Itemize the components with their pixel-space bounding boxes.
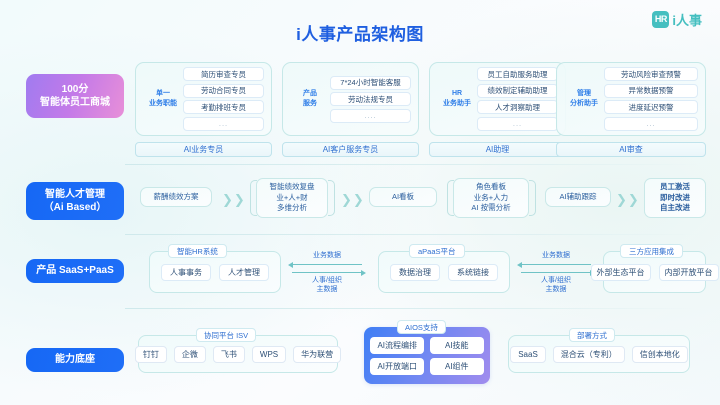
- agent-group-footer-1[interactable]: AI业务专员: [135, 142, 272, 157]
- agent-group-card-3[interactable]: HR 业务助手 员工自助服务助理 绩效制定辅助助理 人才洞察助理 ...: [429, 62, 566, 136]
- agent-group-footer-2[interactable]: AI客户服务专员: [282, 142, 419, 157]
- talent-node-2[interactable]: 智能绩效复盘 业+人+财 多维分析: [256, 178, 328, 218]
- aios-chip[interactable]: AI技能: [430, 336, 484, 354]
- deployment-chip[interactable]: 混合云（专利）: [552, 345, 625, 363]
- row-label-capability: 能力底座: [26, 348, 124, 372]
- flow-label-top: 业务数据: [542, 252, 570, 259]
- product-card-apaas[interactable]: 数据治理 系统链接: [378, 251, 510, 293]
- agent-group-card-1[interactable]: 单一 业务职能 简历审查专员 劳动合同专员 考勤排班专员 ...: [135, 62, 272, 136]
- agent-item[interactable]: 考勤排班专员: [183, 100, 264, 115]
- agent-item[interactable]: 异常数据预警: [604, 83, 698, 98]
- talent-node-1[interactable]: 薪酬绩效方案: [140, 187, 212, 207]
- agent-item[interactable]: 劳动合同专员: [183, 83, 264, 98]
- arrow-icon-1: ❯❯: [222, 192, 245, 207]
- agent-item-list-1: 简历审查专员 劳动合同专员 考勤排班专员 ...: [183, 67, 264, 131]
- agent-item[interactable]: 7*24小时智能客服: [330, 75, 411, 90]
- deployment-chip[interactable]: 信创本地化: [631, 345, 688, 363]
- agent-item[interactable]: 员工自助服务助理: [477, 67, 558, 82]
- talent-node-5[interactable]: AI辅助跟踪: [545, 187, 611, 207]
- agent-item[interactable]: 劳动法规专员: [330, 92, 411, 106]
- product-chip[interactable]: 数据治理: [390, 263, 440, 281]
- agent-item-more[interactable]: ...: [477, 116, 558, 131]
- flow-arrow-right-icon: [292, 269, 366, 276]
- agent-item[interactable]: 人才洞察助理: [477, 100, 558, 115]
- divider-3: [125, 308, 700, 309]
- agent-item-list-3: 员工自助服务助理 绩效制定辅助助理 人才洞察助理 ...: [477, 67, 558, 131]
- row-label-agent-store: 100分 智能体员工商城: [26, 74, 124, 118]
- isv-chip[interactable]: 华为联营: [293, 345, 342, 363]
- isv-chip[interactable]: 企微: [173, 345, 206, 363]
- aios-card[interactable]: AI流程编排 AI技能 AI开放端口 AI组件: [364, 327, 490, 384]
- aios-chip[interactable]: AI开放端口: [370, 357, 424, 375]
- product-chip[interactable]: 系统链接: [448, 263, 498, 281]
- talent-node-3[interactable]: AI看板: [369, 187, 437, 207]
- agent-item-more[interactable]: ...: [604, 116, 698, 131]
- agent-item-more[interactable]: ....: [330, 108, 411, 123]
- product-chip[interactable]: 内部开放平台: [658, 263, 719, 281]
- brace-left-icon-1: [250, 180, 257, 216]
- product-chip[interactable]: 人才管理: [219, 263, 269, 281]
- row-label-line2: （Ai Based）: [43, 202, 107, 213]
- aios-card-caption: AIOS支持: [397, 320, 446, 334]
- isv-chip[interactable]: WPS: [251, 345, 287, 363]
- product-card-caption: 智能HR系统: [168, 244, 227, 258]
- arrow-icon-3: ❯❯: [616, 192, 639, 207]
- page-header: i人事产品架构图 HR i人事: [0, 0, 720, 52]
- agent-item[interactable]: 简历审查专员: [183, 67, 264, 82]
- row-label-line1: 智能人才管理: [45, 188, 105, 200]
- brand-logo: HR i人事: [652, 10, 702, 29]
- flow-label-bottom: 人事/组织 主数据: [541, 277, 571, 294]
- product-card-caption: aPaaS平台: [409, 244, 465, 258]
- agent-group-category-3: HR 业务助手: [443, 89, 471, 108]
- brace-right-icon-2: [529, 180, 536, 216]
- deployment-card-caption: 部署方式: [569, 328, 615, 342]
- brace-left-icon-2: [447, 180, 454, 216]
- divider-2: [125, 234, 700, 235]
- agent-item-more[interactable]: ...: [183, 116, 264, 131]
- product-card-caption: 三方应用集成: [620, 244, 683, 258]
- aios-chip[interactable]: AI组件: [430, 357, 484, 375]
- agent-item[interactable]: 绩效制定辅助助理: [477, 83, 558, 98]
- isv-chip[interactable]: 飞书: [212, 345, 245, 363]
- agent-group-category-2: 产品 服务: [303, 89, 317, 108]
- agent-group-category-4: 管理 分析助手: [570, 89, 598, 108]
- product-chip[interactable]: 外部生态平台: [590, 263, 651, 281]
- aios-chip-grid: AI流程编排 AI技能 AI开放端口 AI组件: [366, 333, 487, 379]
- flow-arrow-left-icon: [517, 261, 591, 268]
- page-title: i人事产品架构图: [296, 25, 424, 44]
- agent-item[interactable]: 进度延迟预警: [604, 100, 698, 115]
- agent-group-footer-4[interactable]: AI审查: [556, 142, 706, 157]
- isv-card-caption: 协同平台 ISV: [196, 328, 257, 342]
- agent-group-footer-3[interactable]: AI助理: [429, 142, 566, 157]
- logo-hr-badge-icon: HR: [652, 11, 670, 28]
- logo-wordmark: i人事: [672, 13, 702, 28]
- deployment-chip[interactable]: SaaS: [510, 345, 546, 363]
- product-chip[interactable]: 人事事务: [161, 263, 211, 281]
- flow-label-top: 业务数据: [313, 252, 341, 259]
- row-label-line2: 智能体员工商城: [40, 97, 110, 108]
- arrow-icon-2: ❯❯: [341, 192, 364, 207]
- aios-chip[interactable]: AI流程编排: [370, 336, 424, 354]
- agent-item-list-2: 7*24小时智能客服 劳动法规专员 ....: [330, 75, 411, 123]
- flow-arrow-left-icon: [288, 261, 362, 268]
- row-label-product: 产品 SaaS+PaaS: [26, 259, 124, 283]
- talent-node-4[interactable]: 角色看板 业务+人力 AI 按需分析: [453, 178, 529, 218]
- divider-1: [125, 164, 700, 165]
- isv-chip[interactable]: 钉钉: [134, 345, 167, 363]
- talent-node-6[interactable]: 员工激活 即时改进 自主改进: [644, 178, 706, 218]
- agent-item[interactable]: 劳动风险审查预警: [604, 67, 698, 82]
- agent-group-card-4[interactable]: 管理 分析助手 劳动风险审查预警 异常数据预警 进度延迟预警 ...: [556, 62, 706, 136]
- agent-group-category-1: 单一 业务职能: [149, 89, 177, 108]
- flow-arrow-right-icon: [521, 269, 595, 276]
- flow-label-bottom: 人事/组织 主数据: [312, 277, 342, 294]
- agent-group-card-2[interactable]: 产品 服务 7*24小时智能客服 劳动法规专员 ....: [282, 62, 419, 136]
- product-card-third-party[interactable]: 外部生态平台 内部开放平台: [590, 251, 719, 293]
- row-label-line1: 100分: [61, 83, 89, 95]
- row-label-talent-management: 智能人才管理 （Ai Based）: [26, 182, 124, 220]
- brace-right-icon-1: [328, 180, 335, 216]
- agent-item-list-4: 劳动风险审查预警 异常数据预警 进度延迟预警 ...: [604, 67, 698, 131]
